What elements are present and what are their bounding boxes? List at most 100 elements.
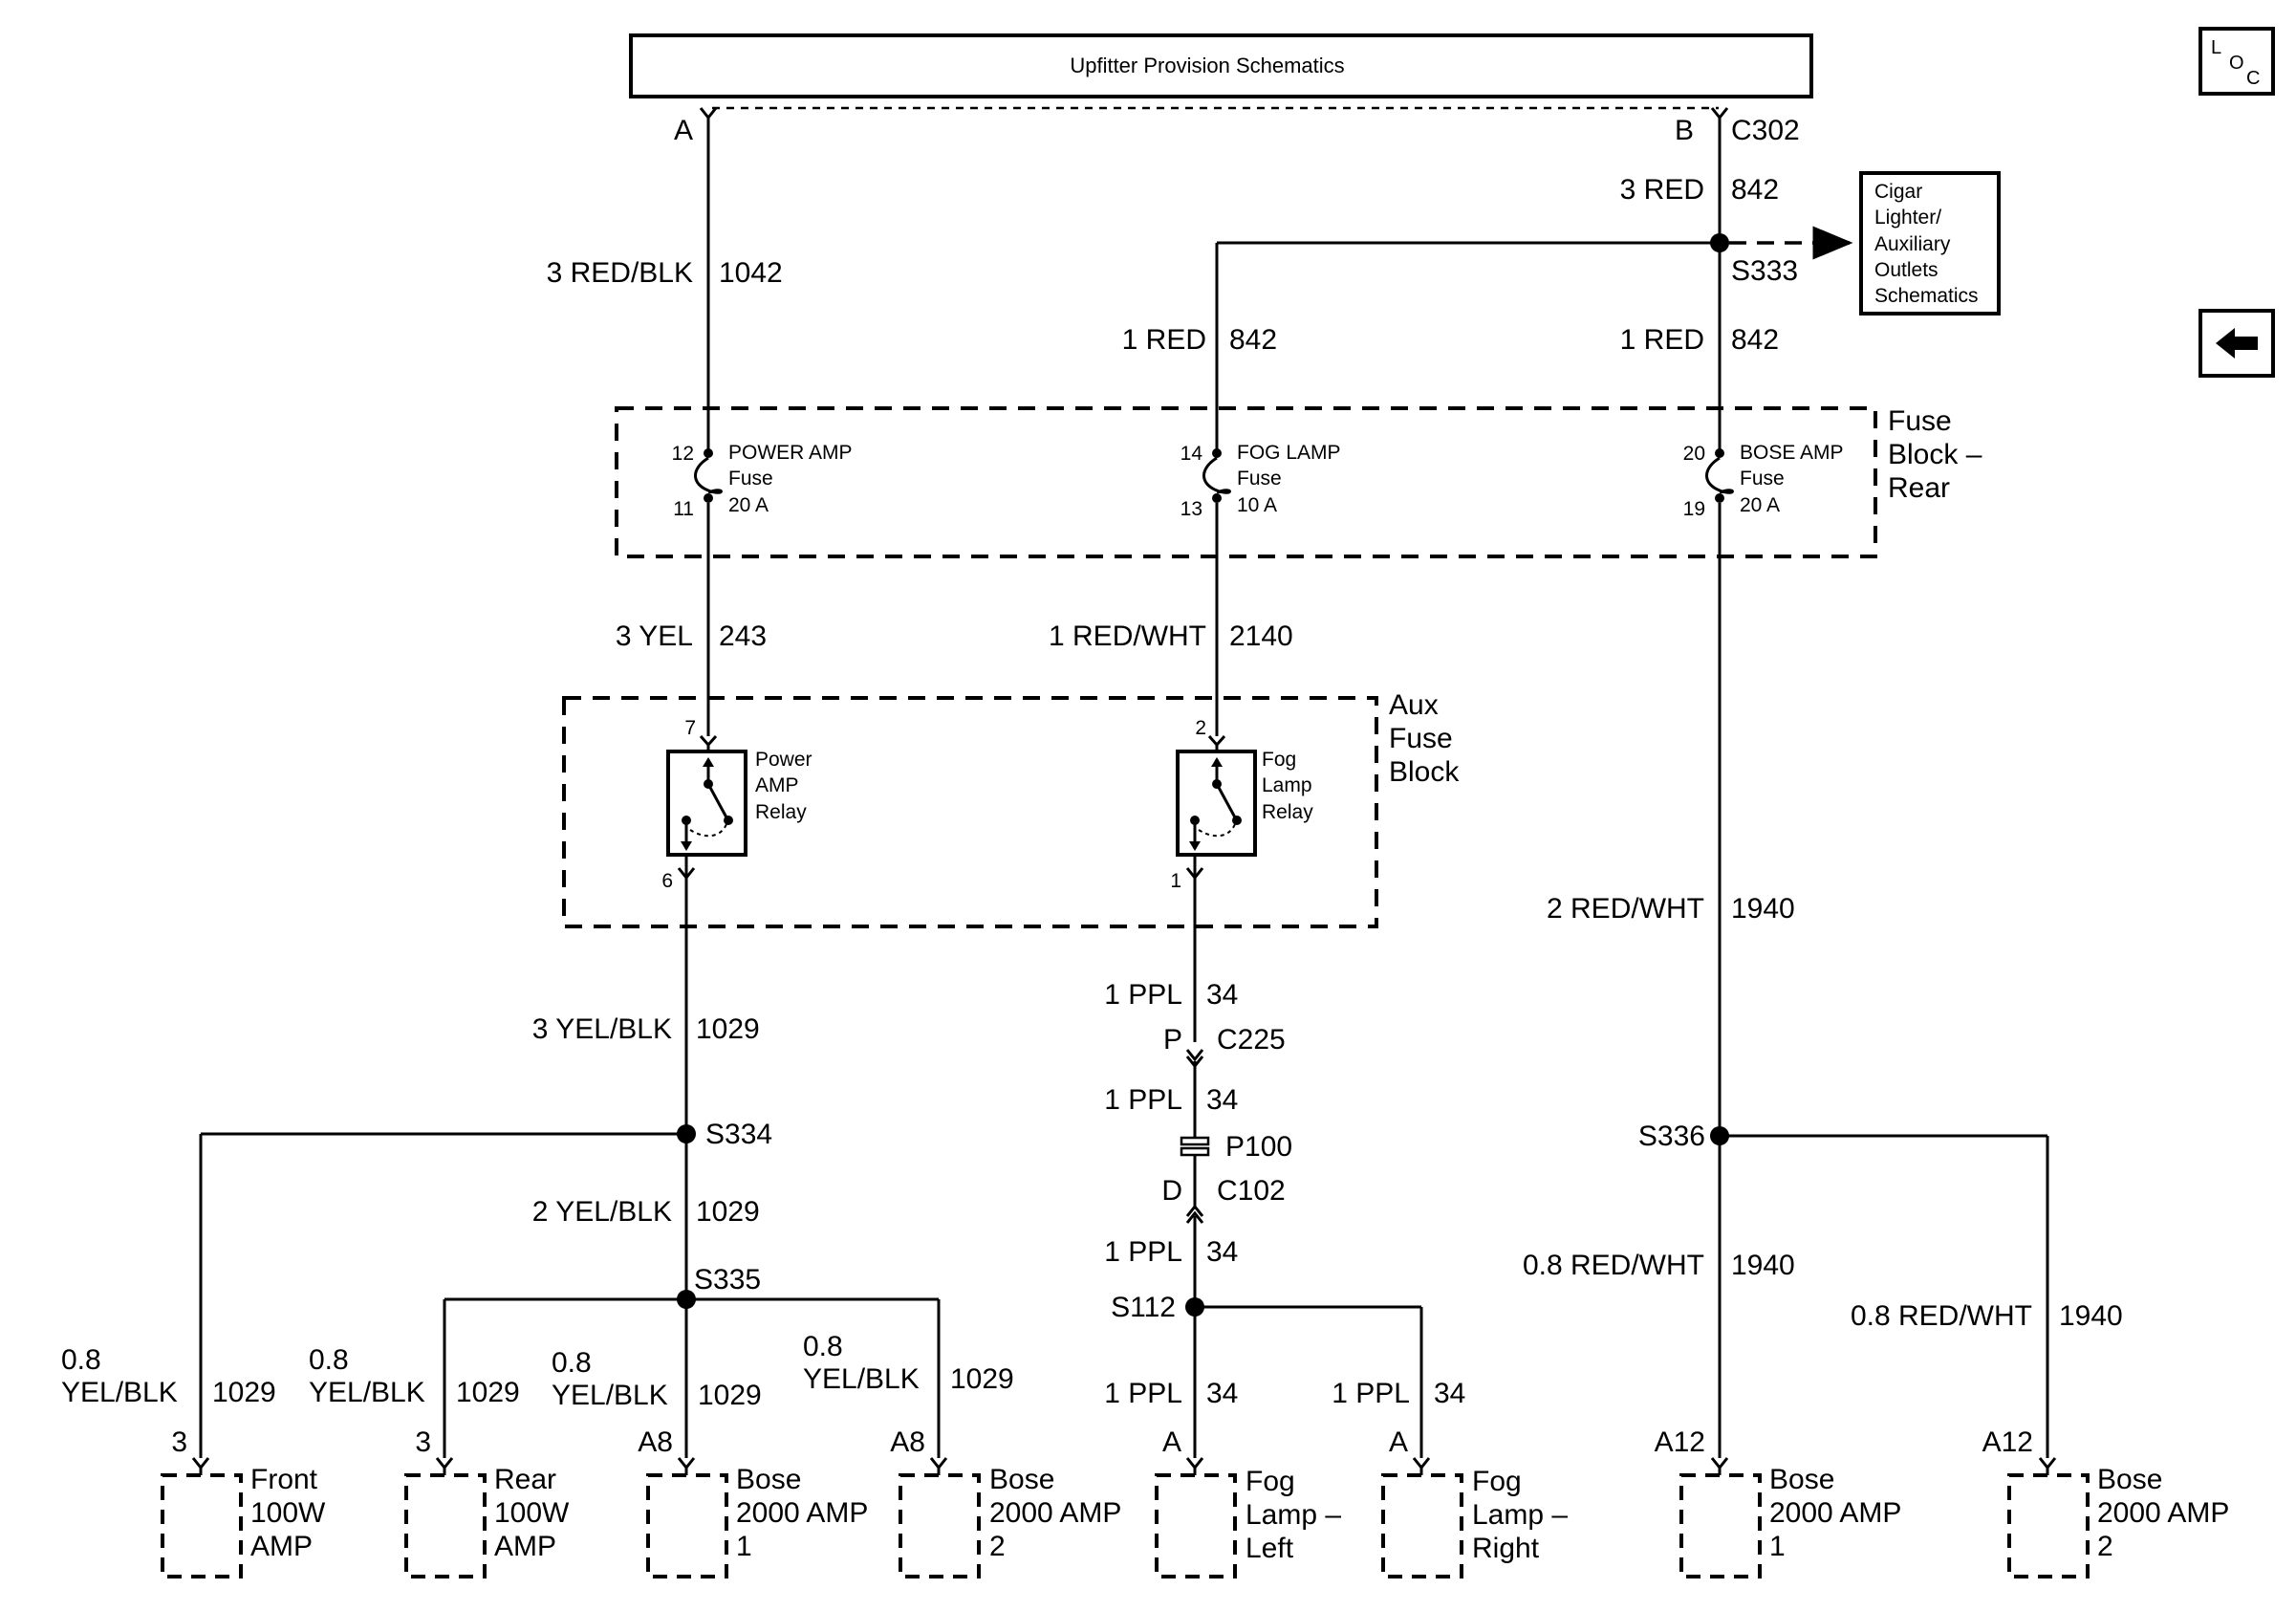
wire-1940-bose2-gauge: 0.8 RED/WHT	[1851, 1300, 2032, 1332]
c302-pin-a: A	[674, 115, 693, 146]
fuse-block-label-1: Fuse	[1888, 405, 1952, 437]
bose-a8-1-line-2: 2000 AMP	[736, 1497, 868, 1529]
c302-pin-b: B	[1675, 115, 1694, 146]
fog-lamp-fuse-name: FOG LAMP	[1237, 442, 1341, 464]
fog-lamp-fuse[interactable]	[1202, 448, 1231, 503]
aux-block-label-3: Block	[1389, 756, 1460, 788]
fog-left-pin: A	[1162, 1426, 1181, 1458]
c102-label: C102	[1217, 1175, 1286, 1207]
wire-1042-gauge: 3 RED/BLK	[547, 257, 693, 289]
power-amp-fuse-rating: 20 A	[728, 494, 769, 516]
wire-bose-feed-gauge: 1 RED	[1620, 324, 1704, 356]
bose-amp-fuse-kind: Fuse	[1740, 468, 1785, 490]
back-arrow-button[interactable]	[2199, 309, 2275, 378]
power-amp-fuse[interactable]	[694, 448, 723, 503]
title-text: Upfitter Provision Schematics	[1070, 54, 1344, 77]
fog-right-pin-symbol	[1412, 1457, 1431, 1470]
front-amp-line-2: 100W	[250, 1497, 326, 1529]
power-amp-relay[interactable]	[666, 750, 747, 857]
bose-a12-2-pin: A12	[1982, 1426, 2033, 1458]
bose-a12-1-pin-symbol	[1710, 1457, 1729, 1470]
bose-a8-2-component[interactable]	[899, 1473, 981, 1578]
rear-amp-line-1: Rear	[494, 1464, 556, 1495]
wire-34-b-gauge: 1 PPL	[1104, 1084, 1182, 1116]
fog-right-line-1: Fog	[1472, 1466, 1522, 1497]
fog-relay-label-1: Fog	[1262, 749, 1296, 771]
front-wire-circuit: 1029	[212, 1377, 276, 1408]
bose-a12-2-component[interactable]	[2007, 1473, 2090, 1578]
wire-2140-gauge: 1 RED/WHT	[1049, 620, 1206, 652]
power-amp-fuse-name: POWER AMP	[728, 442, 853, 464]
bose-a12-2-line-1: Bose	[2097, 1464, 2162, 1495]
splice-s336-label: S336	[1638, 1121, 1705, 1152]
wire-1940-bose2-circuit: 1940	[2059, 1300, 2123, 1332]
p100-label: P100	[1225, 1131, 1292, 1163]
rear-amp-line-3: AMP	[494, 1531, 556, 1562]
aux-block-label-1: Aux	[1389, 689, 1439, 721]
wire-34-left-circuit: 34	[1206, 1378, 1238, 1409]
bose-amp-fuse-rating: 20 A	[1740, 494, 1780, 516]
bose-a8-2-line-2: 2000 AMP	[989, 1497, 1121, 1529]
bose-a12-1-line-2: 2000 AMP	[1769, 1497, 1901, 1529]
fog-relay-pin-out: 1	[1170, 870, 1181, 892]
fog-right-pin: A	[1389, 1426, 1408, 1458]
power-relay-in-pin-symbol	[699, 735, 718, 748]
fuse-block-rear	[615, 406, 1877, 558]
title-bar[interactable]: Upfitter Provision Schematics	[629, 33, 1813, 98]
wire-fog-feed-gauge: 1 RED	[1122, 324, 1206, 356]
wire-1029-mid-gauge: 2 YEL/BLK	[532, 1196, 672, 1228]
bose-a8-2-line-3: 2	[989, 1531, 1006, 1562]
bose-a12-1-component[interactable]	[1679, 1473, 1762, 1578]
bose-a8-1-component[interactable]	[646, 1473, 728, 1578]
fog-lamp-fuse-kind: Fuse	[1237, 468, 1282, 490]
c102-symbol-2	[1185, 1210, 1204, 1224]
bose1-wire-gauge-1: 0.8	[552, 1347, 592, 1379]
fog-lamp-right-component[interactable]	[1381, 1473, 1463, 1578]
rear-amp-component[interactable]	[404, 1473, 487, 1578]
bose2-wire-gauge-1: 0.8	[803, 1331, 843, 1362]
loc-button[interactable]: L O C	[2199, 27, 2275, 96]
left-arrow-icon	[2216, 328, 2258, 359]
bose-amp-fuse[interactable]	[1705, 448, 1734, 503]
bose1-wire-circuit: 1029	[698, 1380, 762, 1411]
c102-symbol[interactable]	[1185, 1204, 1204, 1217]
fuse-block-label-2: Block –	[1888, 439, 1982, 470]
fog-lamp-relay[interactable]	[1176, 750, 1257, 857]
wire-1940-bose1-gauge: 0.8 RED/WHT	[1523, 1250, 1704, 1281]
fog-relay-in-pin-symbol	[1207, 735, 1226, 748]
cigar-lighter-ref-box[interactable]: Cigar Lighter/ Auxiliary Outlets Schemat…	[1859, 171, 2001, 316]
cigar-line-2: Lighter/	[1874, 207, 1941, 229]
wire-1940-gauge: 2 RED/WHT	[1547, 893, 1704, 925]
power-relay-label-1: Power	[755, 749, 812, 771]
fog-right-line-2: Lamp –	[1472, 1499, 1568, 1531]
front-amp-component[interactable]	[161, 1473, 243, 1578]
cigar-line-4: Outlets	[1874, 259, 1939, 281]
power-amp-fuse-kind: Fuse	[728, 468, 773, 490]
bose-a12-1-line-3: 1	[1769, 1531, 1786, 1562]
wire-34-left-gauge: 1 PPL	[1104, 1378, 1182, 1409]
fog-lamp-fuse-pin-in: 14	[1180, 443, 1203, 465]
wire-1029-main-gauge: 3 YEL/BLK	[532, 1013, 672, 1045]
wire-34-d-gauge: 1 PPL	[1104, 1236, 1182, 1268]
splice-s334-label: S334	[705, 1119, 772, 1150]
aux-fuse-block	[562, 696, 1378, 928]
fog-left-line-3: Left	[1245, 1533, 1294, 1564]
fog-left-line-2: Lamp –	[1245, 1499, 1341, 1531]
aux-block-label-2: Fuse	[1389, 723, 1453, 754]
cigar-line-5: Schematics	[1874, 285, 1979, 307]
fog-left-line-1: Fog	[1245, 1466, 1295, 1497]
splice-s333-label: S333	[1731, 255, 1798, 287]
bose-a8-1-pin: A8	[638, 1426, 673, 1458]
fog-left-pin-symbol	[1185, 1457, 1204, 1470]
p100-passthrough[interactable]	[1180, 1136, 1210, 1157]
wire-1940-circuit: 1940	[1731, 893, 1795, 925]
c225-symbol[interactable]	[1185, 1049, 1204, 1062]
fog-relay-label-2: Lamp	[1262, 774, 1312, 796]
power-relay-pin-in: 7	[684, 717, 696, 739]
loc-letter-l: L	[2211, 37, 2221, 58]
bose-a12-2-line-2: 2000 AMP	[2097, 1497, 2229, 1529]
bose-a12-2-pin-symbol	[2038, 1457, 2057, 1470]
bose-a8-2-line-1: Bose	[989, 1464, 1054, 1495]
fog-lamp-left-component[interactable]	[1155, 1473, 1237, 1578]
